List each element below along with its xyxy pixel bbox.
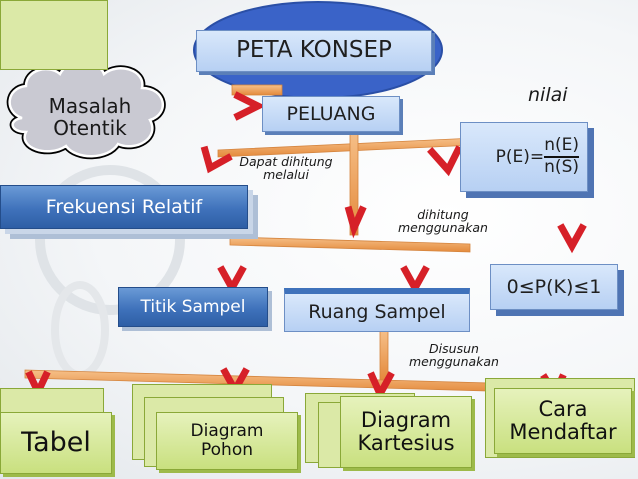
- diagram-kartesius-line-2: Kartesius: [357, 431, 455, 455]
- arrow-to-formula: [427, 145, 463, 177]
- dapat-dihitung-line-1: Dapat dihitung: [239, 154, 333, 169]
- node-ruang-sampel: Ruang Sampel: [284, 288, 470, 332]
- label-nilai: nilai: [528, 84, 568, 106]
- arrow-to-frekuensi: [200, 145, 233, 174]
- node-masalah-otentik: Masalah Otentik: [26, 86, 154, 148]
- label-dapat-dihitung: Dapat dihitung melalui: [232, 155, 340, 181]
- label-dihitung: dihitung menggunakan: [395, 208, 491, 234]
- formula-numerator: n(E): [544, 136, 579, 158]
- dapat-dihitung-line-2: melalui: [263, 167, 309, 183]
- node-frekuensi-relatif: Frekuensi Relatif: [0, 185, 248, 229]
- formula-lhs: P(E)=: [495, 146, 545, 167]
- dihitung-line-1: dihitung: [417, 207, 469, 222]
- node-diagram-pohon: Diagram Pohon: [156, 412, 298, 470]
- diagram-pohon-line-1: Diagram: [190, 421, 264, 442]
- node-range: 0≤P(K)≤1: [490, 264, 618, 310]
- node-peluang: PELUANG: [262, 96, 400, 132]
- arrow-to-titik-sampel: [217, 265, 247, 296]
- peluang-text: PELUANG: [286, 102, 376, 125]
- arrow-to-ruang-sampel: [400, 265, 430, 296]
- formula-denominator: n(S): [544, 157, 579, 177]
- arrow-masalah-to-peluang: [233, 91, 266, 121]
- node-cara-mendaftar: Cara Mendaftar: [494, 388, 632, 454]
- cara-mendaftar-line-2: Mendaftar: [509, 420, 617, 444]
- range-text: 0≤P(K)≤1: [506, 275, 602, 298]
- masalah-text-line-2: Otentik: [53, 116, 127, 140]
- dihitung-line-2: menggunakan: [398, 220, 488, 236]
- cara-mendaftar-line-1: Cara: [538, 396, 588, 421]
- connector-ruang-branch: [229, 236, 471, 253]
- connector-masalah-peluang: [231, 84, 283, 96]
- page-title: PETA KONSEP: [196, 30, 432, 72]
- arrow-dihitung: [344, 205, 367, 239]
- tabel-text: Tabel: [21, 427, 91, 459]
- nilai-text: nilai: [528, 84, 568, 106]
- background-ring: [35, 165, 185, 315]
- cloud-shape: [6, 59, 166, 160]
- node-diagram-kartesius: Diagram Kartesius: [340, 396, 472, 468]
- ruang-sampel-text: Ruang Sampel: [308, 301, 446, 324]
- masalah-text-line-1: Masalah: [48, 94, 132, 118]
- node-tabel: Tabel: [0, 412, 112, 474]
- connector-ruang-down: [379, 329, 389, 381]
- frekuensi-relatif-text: Frekuensi Relatif: [45, 195, 203, 218]
- page-title-text: PETA KONSEP: [236, 37, 392, 64]
- node-titik-sampel: Titik Sampel: [118, 287, 268, 327]
- disusun-line-2: menggunakan: [409, 354, 499, 370]
- connector-bottom-branch: [24, 369, 561, 394]
- arrow-to-range: [557, 223, 587, 254]
- titik-sampel-text: Titik Sampel: [140, 296, 246, 317]
- diagram-kartesius-line-1: Diagram: [360, 407, 452, 432]
- node-formula: P(E)= n(E) n(S): [460, 122, 588, 192]
- diagram-pohon-line-2: Pohon: [201, 440, 253, 460]
- formula-fraction: n(E) n(S): [544, 136, 579, 177]
- disusun-line-1: Disusun: [429, 341, 479, 356]
- label-disusun: Disusun menggunakan: [398, 342, 510, 368]
